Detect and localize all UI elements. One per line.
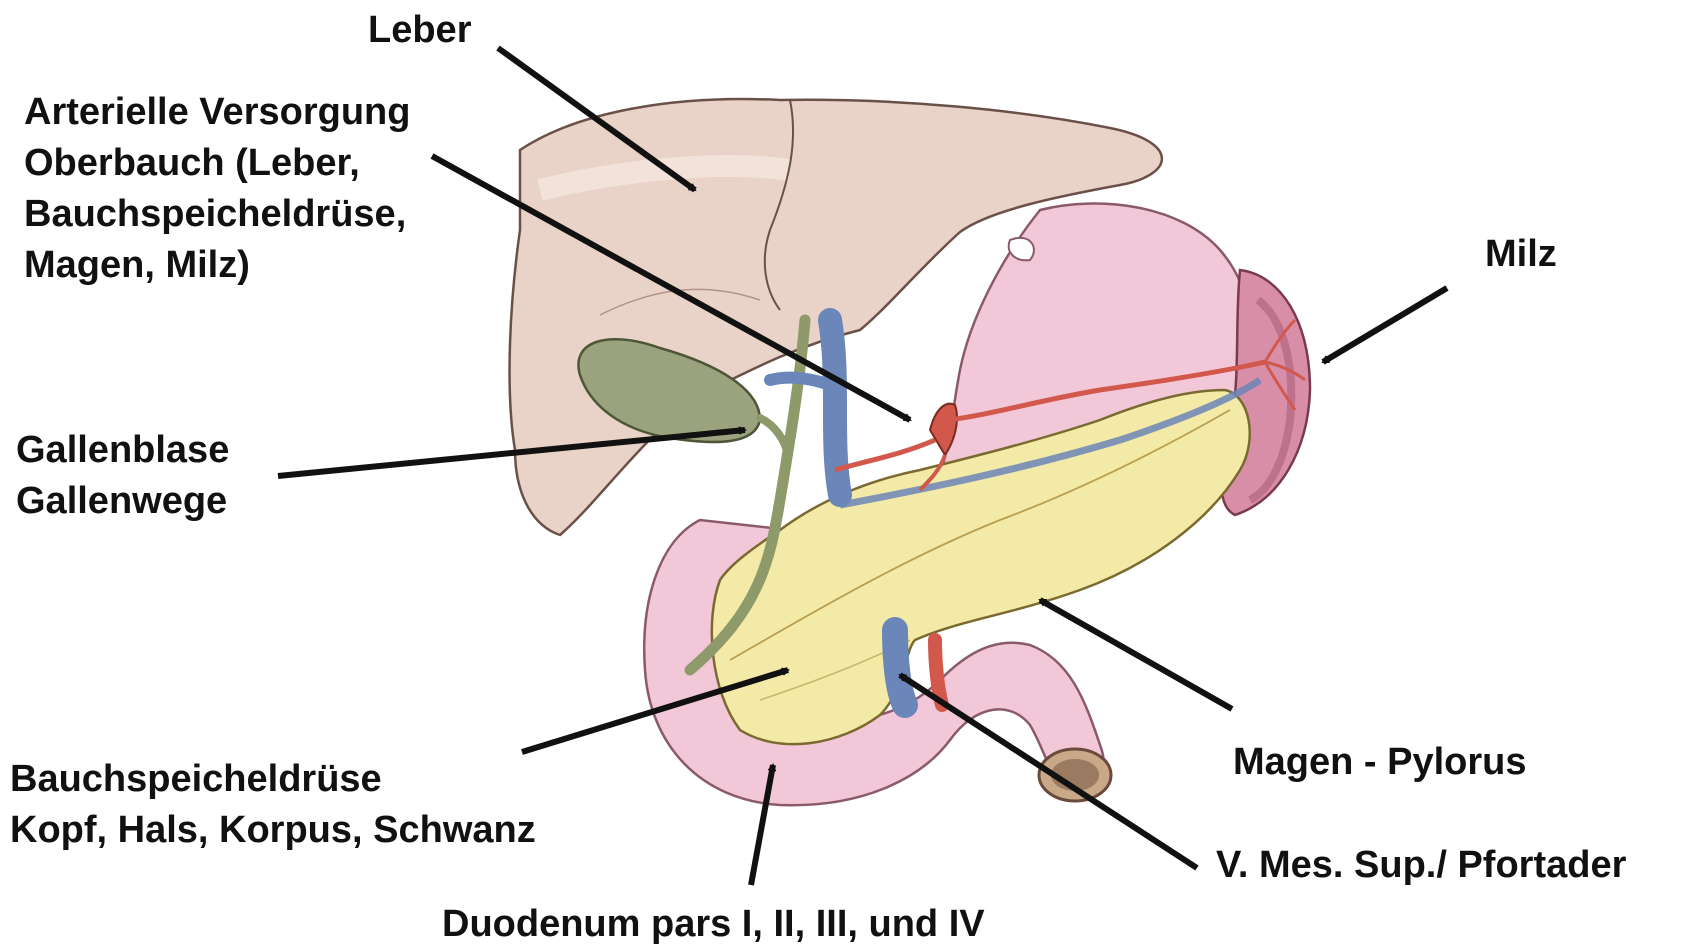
label-line: Bauchspeicheldrüse,	[24, 189, 410, 240]
label-line: Kopf, Hals, Korpus, Schwanz	[10, 805, 536, 856]
label-duodenum: Duodenum pars I, II, III, und IV	[442, 899, 985, 950]
label-line: Magen, Milz)	[24, 240, 410, 291]
arrow-gallbladder	[278, 430, 745, 476]
label-portal-vein: V. Mes. Sup./ Pfortader	[1216, 840, 1626, 891]
label-line: Gallenwege	[16, 476, 229, 527]
arrow-milz	[1323, 288, 1447, 362]
label-line: Gallenblase	[16, 425, 229, 476]
label-line: Oberbauch (Leber,	[24, 138, 410, 189]
label-line: Bauchspeicheldrüse	[10, 754, 536, 805]
label-line: Arterielle Versorgung	[24, 87, 410, 138]
label-leber: Leber	[368, 5, 471, 56]
label-pancreas: Bauchspeicheldrüse Kopf, Hals, Korpus, S…	[10, 754, 536, 856]
label-arterial-supply: Arterielle Versorgung Oberbauch (Leber, …	[24, 87, 410, 291]
cystic-duct	[760, 418, 788, 455]
label-gallbladder: Gallenblase Gallenwege	[16, 425, 229, 527]
label-milz: Milz	[1485, 229, 1557, 280]
label-stomach: Magen - Pylorus	[1233, 737, 1527, 788]
